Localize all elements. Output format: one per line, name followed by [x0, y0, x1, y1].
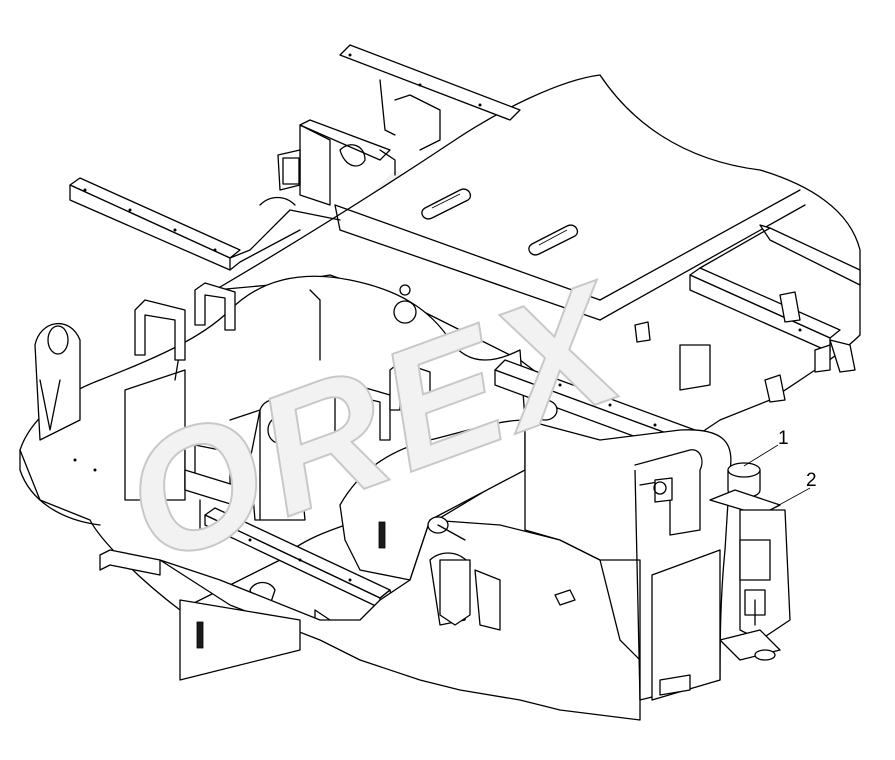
part-1-cap [709, 462, 781, 516]
channel-brackets-left [134, 282, 431, 441]
callout-1-label: 1 [778, 428, 789, 449]
left-front-crossbeam [69, 177, 341, 271]
lower-hull [159, 516, 641, 721]
callout-2: 2 [769, 470, 817, 511]
center-pivot-bracket [184, 398, 306, 546]
rivet-dots [73, 53, 802, 582]
right-rail-frame [634, 224, 861, 403]
callout-2-label: 2 [806, 470, 817, 491]
part-2-bracket [719, 509, 791, 661]
lower-center-plate [99, 419, 526, 581]
left-ear-bracket [34, 323, 81, 441]
callout-1: 1 [743, 428, 789, 467]
right-side-housing [524, 419, 732, 701]
slot-markers [196, 157, 386, 649]
